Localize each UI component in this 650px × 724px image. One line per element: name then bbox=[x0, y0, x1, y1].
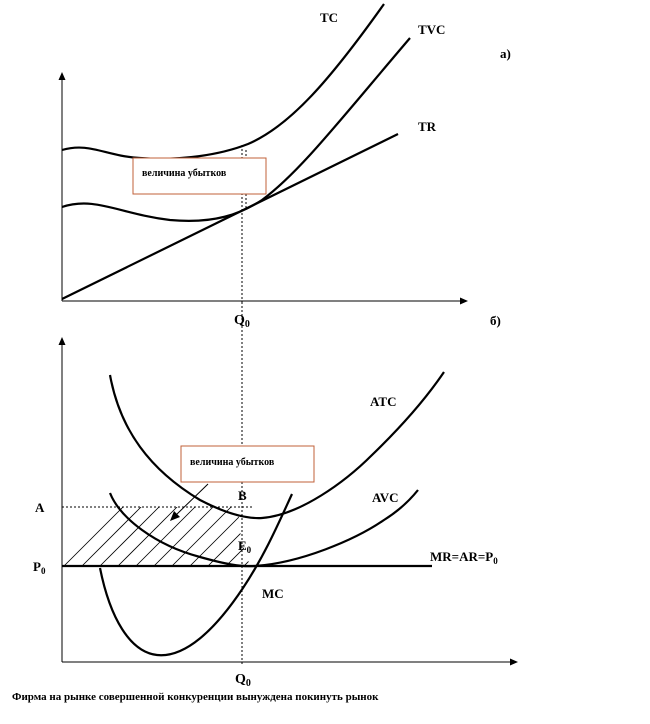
loss-pointer-arrowhead bbox=[170, 511, 180, 521]
tc-curve bbox=[61, 3, 385, 160]
panel-a-y-axis-arrow bbox=[58, 72, 66, 80]
panel-b-q0-label: Q0 bbox=[235, 672, 251, 689]
loss-area-hatch bbox=[62, 507, 250, 566]
a-label: A bbox=[35, 500, 45, 515]
mc-label: MC bbox=[262, 586, 284, 601]
panel-a-loss-box-text: величина убытков bbox=[142, 168, 227, 179]
panel-a: величина убытков TC TVC TR а) Q0 bbox=[58, 3, 511, 330]
tvc-curve bbox=[61, 37, 411, 222]
panel-a-loss-box bbox=[132, 157, 267, 195]
panel-a-q0-label: Q0 bbox=[234, 313, 250, 330]
loss-pointer-line bbox=[175, 483, 209, 516]
tr-curve bbox=[61, 133, 399, 300]
tc-label: TC bbox=[320, 10, 338, 25]
avc-label: AVC bbox=[372, 490, 399, 505]
avc-curve bbox=[108, 489, 419, 568]
panel-a-tag: а) bbox=[500, 46, 511, 61]
figure-caption: Фирма на рынке совершенной конкуренции в… bbox=[12, 691, 379, 703]
panel-b-x-axis-arrow bbox=[510, 658, 518, 666]
atc-label: ATC bbox=[370, 394, 396, 409]
panel-b-tag: б) bbox=[490, 313, 501, 328]
price-line-label: MR=AR=P0 bbox=[430, 549, 498, 566]
tvc-label: TVC bbox=[418, 22, 445, 37]
mc-curve bbox=[98, 493, 293, 657]
panel-b-y-axis-arrow bbox=[58, 337, 66, 345]
e0-point-label: E0 bbox=[238, 538, 252, 555]
panel-a-x-axis-arrow bbox=[460, 297, 468, 305]
b-point-label: B bbox=[238, 488, 247, 503]
tr-label: TR bbox=[418, 119, 437, 134]
atc-curve bbox=[108, 371, 445, 520]
panel-b: величина убытков ATC AVC MC MR=AR=P0 б) … bbox=[33, 302, 518, 689]
p0-label: P0 bbox=[33, 559, 46, 576]
panel-b-loss-box bbox=[180, 445, 315, 483]
panel-b-loss-box-text: величина убытков bbox=[190, 457, 275, 468]
